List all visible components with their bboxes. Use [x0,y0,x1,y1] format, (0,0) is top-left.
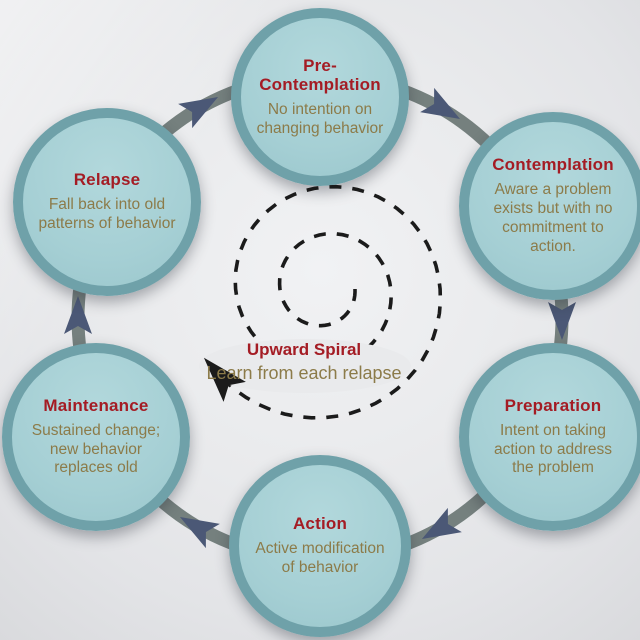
stage-description: Active modification of behavior [255,540,385,577]
center-subtitle: Learn from each relapse [206,363,402,383]
stage-description: Sustained change; new behavior replaces … [31,421,161,477]
stage-description: Intent on taking action to address the p… [493,421,613,477]
spiral-label-mask [199,339,411,393]
cycle-arrow-icon [420,87,461,119]
cycle-arrow-icon [178,97,219,129]
stage-circle-action: Action Active modification of behavior [229,455,411,637]
center-label: Upward Spiral Learn from each relapse [154,340,454,384]
cycle-arrow-icon [179,517,220,549]
stage-circle-contemplation: Contemplation Aware a problem exists but… [459,112,640,300]
stage-title: Action [292,514,348,534]
stage-title: Maintenance [43,395,149,415]
stage-description: Aware a problem exists but with no commi… [493,181,613,255]
stage-title: Preparation [504,395,602,415]
stage-description: No intention on changing behavior [256,100,384,137]
center-title: Upward Spiral [246,340,362,359]
stage-circle-relapse: Relapse Fall back into old patterns of b… [13,108,201,296]
cycle-arrow-icon [64,296,92,334]
stage-circle-pre-contemplation: Pre-Contemplation No intention on changi… [231,8,409,186]
stage-circle-maintenance: Maintenance Sustained change; new behavi… [2,343,190,531]
stage-circle-preparation: Preparation Intent on taking action to a… [459,343,640,531]
cycle-arrow-icon [421,507,462,539]
cycle-arrow-icon [548,302,576,340]
spiral-arrowhead-icon [203,357,246,402]
stage-title: Pre-Contemplation [259,55,381,94]
stage-title: Contemplation [492,155,614,175]
stage-description: Fall back into old patterns of behavior [38,196,176,233]
stage-title: Relapse [73,170,141,190]
